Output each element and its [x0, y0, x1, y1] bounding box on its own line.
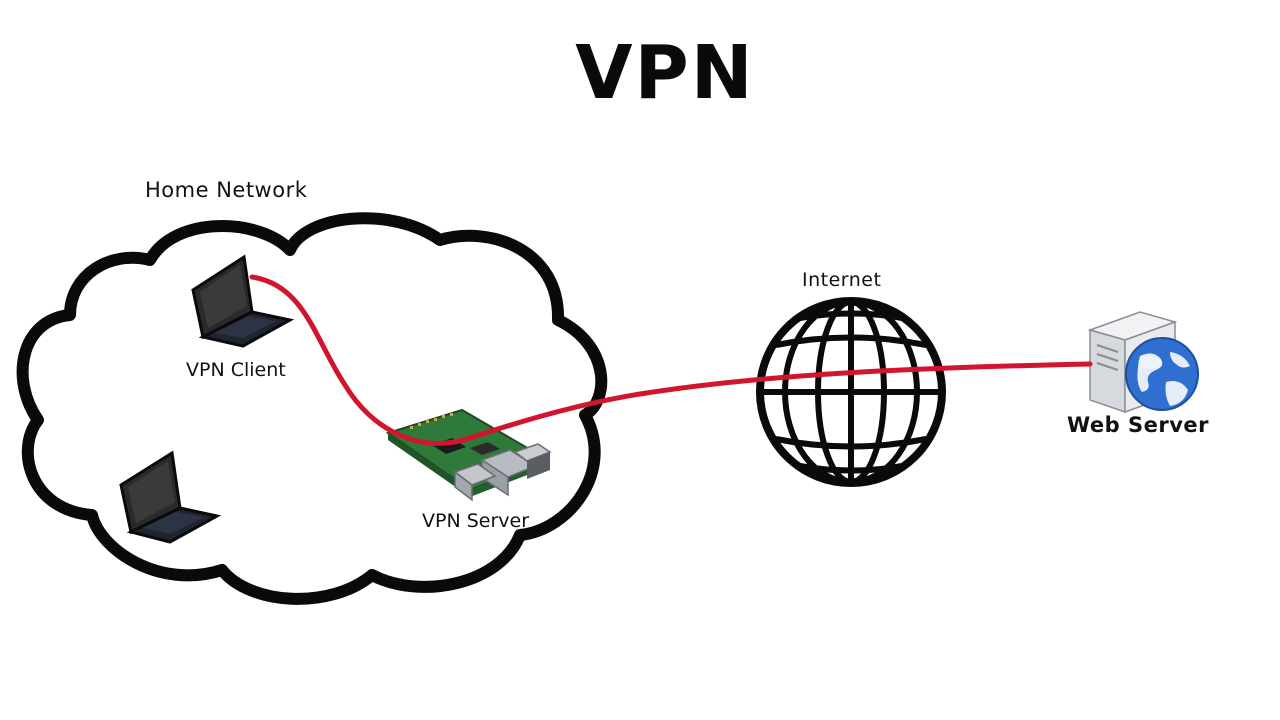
laptop-icon [119, 450, 222, 544]
internet-globe-icon [756, 297, 946, 487]
web-server-label: Web Server [1067, 413, 1210, 437]
vpn-client-label: VPN Client [186, 359, 286, 381]
vpn-server-board-icon [385, 408, 552, 502]
vpn-tunnel-line [249, 274, 1093, 446]
vpn-client-laptop-icon [191, 254, 295, 348]
web-server-icon [1087, 311, 1199, 414]
diagram-title: VPN [575, 30, 755, 116]
home-network-cloud-icon [16, 212, 608, 605]
internet-label: Internet [802, 269, 882, 291]
vpn-server-label: VPN Server [422, 510, 530, 532]
home-network-label: Home Network [145, 178, 308, 202]
